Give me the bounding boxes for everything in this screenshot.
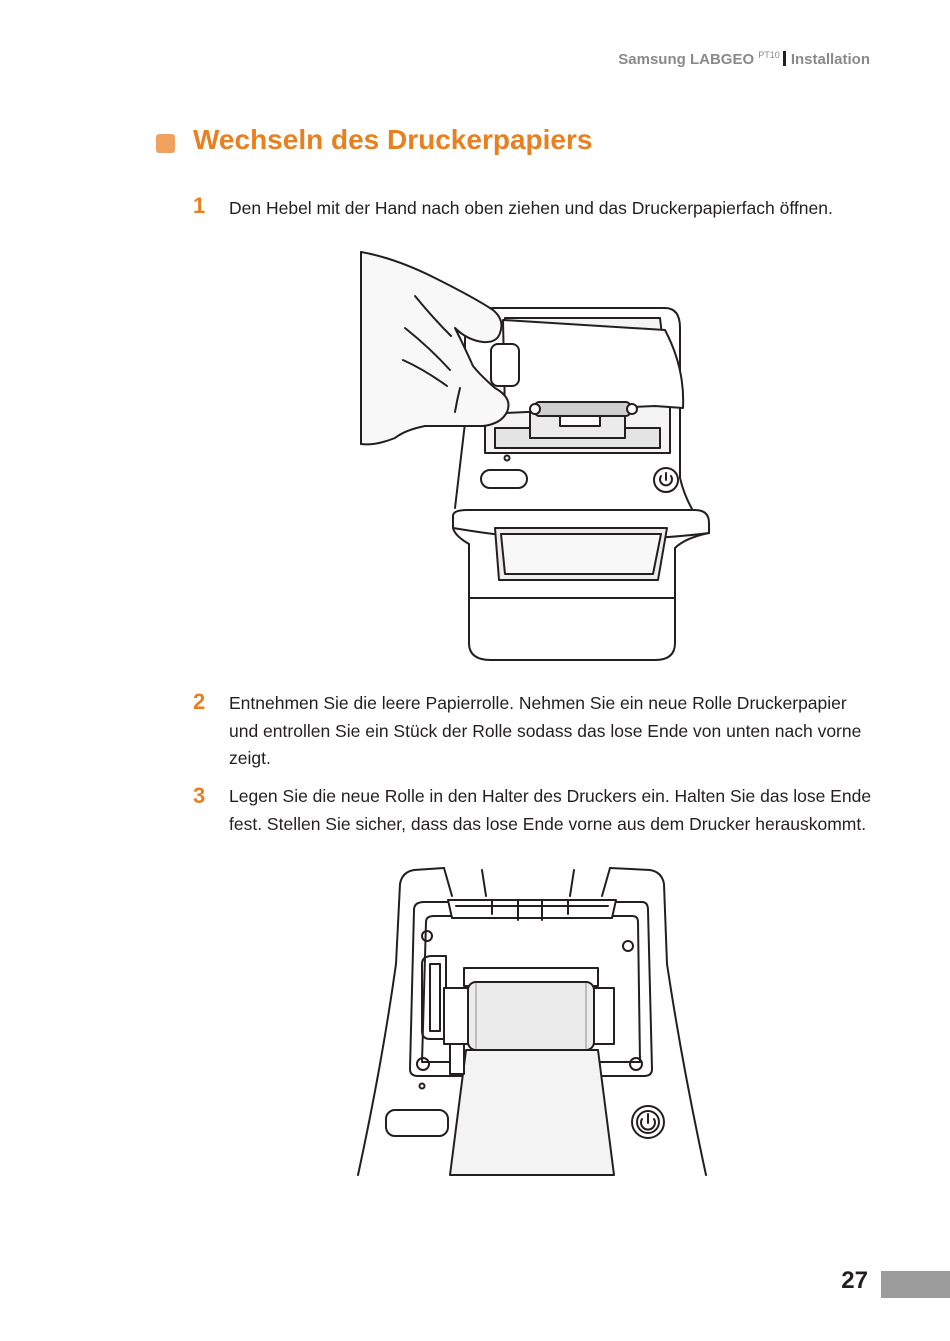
step-2-number: 2 xyxy=(193,689,206,714)
step-2-text: Entnehmen Sie die leere Papierrolle. Neh… xyxy=(229,693,862,768)
step-1-number: 1 xyxy=(193,193,206,218)
footer-bar xyxy=(881,1271,950,1298)
header-brand: Samsung LABGEO xyxy=(618,51,755,68)
section-title: Wechseln des Druckerpapiers xyxy=(193,124,593,155)
step-3-text: Legen Sie die neue Rolle in den Halter d… xyxy=(229,786,872,834)
step-3-number: 3 xyxy=(193,783,206,808)
header-section: Installation xyxy=(790,51,870,68)
printer-lever-illustration xyxy=(360,251,710,661)
header-model: PT10 xyxy=(758,50,780,60)
page-number: 27 xyxy=(841,1267,868,1294)
running-header: Samsung LABGEO PT10 Installation xyxy=(618,50,870,68)
paper-roll-illustration xyxy=(357,867,707,1176)
header-separator xyxy=(782,51,786,66)
title-bullet-square xyxy=(156,134,175,153)
step-1-text: Den Hebel mit der Hand nach oben ziehen … xyxy=(229,198,833,218)
